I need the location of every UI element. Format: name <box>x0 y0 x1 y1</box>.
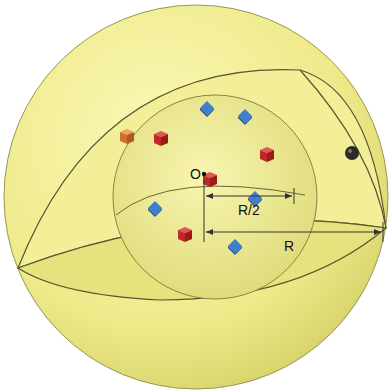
arrowhead <box>374 229 381 235</box>
arrowhead <box>285 193 292 199</box>
tick <box>383 222 384 242</box>
highlight <box>348 149 352 153</box>
cube <box>260 147 274 162</box>
cube <box>154 131 168 146</box>
tick <box>204 180 205 242</box>
cube <box>178 227 192 242</box>
cube <box>238 109 252 125</box>
outer-sphere <box>4 5 388 389</box>
cube <box>148 201 162 217</box>
center-point <box>202 172 206 176</box>
dimension-label: R <box>282 238 296 254</box>
arrowhead <box>206 229 213 235</box>
inner-sphere <box>113 95 317 299</box>
inner-equator <box>116 186 305 215</box>
point-label: O <box>188 166 203 182</box>
cube <box>120 129 134 144</box>
arrowhead <box>206 193 213 199</box>
dimension-label: R/2 <box>236 202 262 218</box>
dark-ball <box>345 146 359 160</box>
tick <box>294 188 295 204</box>
dimension-line <box>206 232 381 233</box>
cube <box>200 101 214 117</box>
dimension-line <box>206 196 292 197</box>
cube <box>228 239 242 255</box>
